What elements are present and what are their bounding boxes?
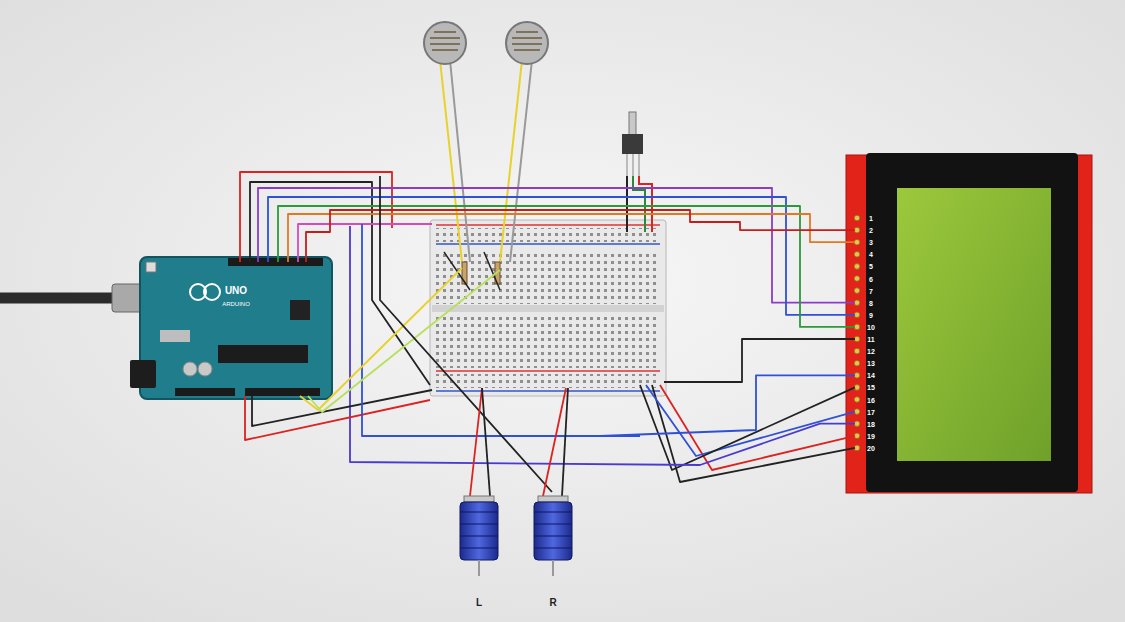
- pin-number: 10: [867, 323, 875, 330]
- pin-number: 13: [867, 360, 875, 367]
- pin-number: 7: [869, 287, 873, 294]
- motors: [460, 496, 572, 576]
- motor-label: R: [549, 598, 556, 608]
- pin-number: 11: [867, 336, 874, 343]
- pin-number: 8: [869, 299, 873, 306]
- pin-number: 20: [867, 444, 875, 451]
- pin-number: 1: [869, 215, 873, 222]
- breadboard: [430, 220, 666, 396]
- pin-number: 16: [867, 396, 875, 403]
- motor-label: L: [476, 598, 482, 608]
- pin-number: 4: [869, 251, 873, 258]
- pin-number: 15: [867, 384, 875, 391]
- pin-number: 14: [867, 372, 875, 379]
- pin-number: 19: [867, 432, 875, 439]
- pin-number: 3: [869, 239, 873, 246]
- pin-number: 9: [869, 311, 873, 318]
- pin-number: 17: [867, 408, 875, 415]
- light-sensors: [424, 22, 548, 290]
- pin-number: 6: [869, 275, 873, 282]
- arduino-board: [130, 257, 332, 399]
- pin-number: 5: [869, 263, 873, 270]
- pin-number: 12: [867, 348, 875, 355]
- wires: [240, 172, 855, 496]
- brand-name: ARDUINO: [222, 301, 250, 307]
- usb-cable: [0, 284, 146, 312]
- pin-number: 18: [867, 420, 875, 427]
- board-name: UNO: [225, 286, 247, 296]
- pin-number: 2: [869, 227, 873, 234]
- lcd-module: [846, 153, 1092, 493]
